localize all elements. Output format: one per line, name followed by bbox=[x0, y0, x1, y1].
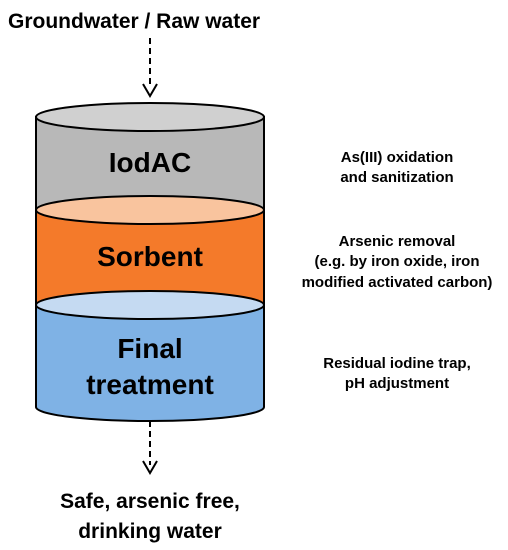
note-sorbent-line1: Arsenic removal bbox=[339, 233, 456, 250]
layer-sorbent-label: Sorbent bbox=[97, 241, 203, 272]
note-final-treatment-line1: Residual iodine trap, bbox=[323, 355, 471, 372]
input-arrow-head bbox=[142, 83, 158, 98]
filter-column bbox=[35, 102, 265, 422]
layer-final-treatment-label-line2: treatment bbox=[86, 369, 214, 400]
note-final-treatment-line2: pH adjustment bbox=[345, 375, 449, 392]
note-iodac-line2: and sanitization bbox=[340, 169, 453, 186]
layer-sorbent-top bbox=[35, 195, 265, 225]
input-label: Groundwater / Raw water bbox=[8, 10, 260, 33]
output-arrow-head bbox=[142, 460, 158, 475]
layer-iodac-label: IodAC bbox=[109, 147, 191, 178]
output-label-line1: Safe, arsenic free, bbox=[60, 490, 240, 513]
layer-final-treatment-body bbox=[35, 304, 265, 422]
layer-final-treatment-label-line1: Final bbox=[117, 333, 182, 364]
note-iodac-line1: As(III) oxidation bbox=[341, 149, 454, 166]
note-sorbent-line3: modified activated carbon) bbox=[302, 274, 493, 291]
output-label-line2: drinking water bbox=[78, 520, 222, 543]
note-sorbent-line2: (e.g. by iron oxide, iron bbox=[314, 253, 479, 270]
layer-iodac-top bbox=[35, 102, 265, 132]
layer-final-treatment-top bbox=[35, 290, 265, 320]
